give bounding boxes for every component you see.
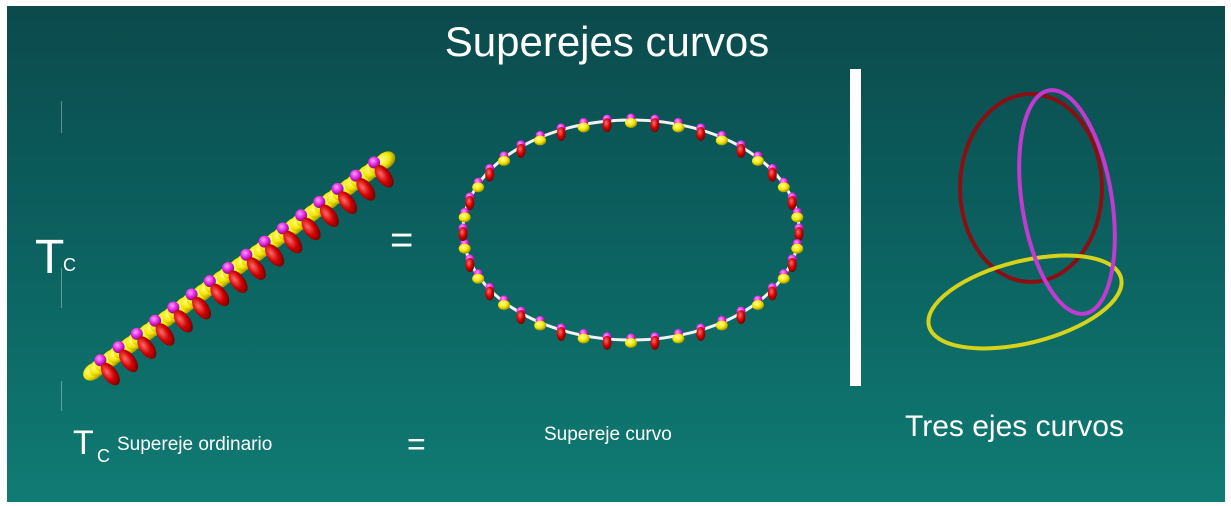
helix-red-loop — [319, 204, 339, 228]
ring-yellow-bead — [625, 118, 637, 128]
ring-yellow-bead — [791, 212, 804, 223]
helix-red-loop — [173, 309, 193, 333]
helix-red-loop — [155, 323, 175, 346]
helix-red-loop — [100, 362, 120, 386]
ring-red-loop — [787, 196, 797, 211]
ring-red-loop — [516, 143, 526, 158]
ring-yellow-bead — [751, 155, 764, 166]
dark-red-ring — [958, 92, 1104, 284]
ring-yellow-bead — [472, 182, 485, 193]
curved-axis-line — [461, 118, 801, 342]
ring-yellow-bead — [791, 243, 804, 254]
helix-red-loop — [192, 296, 212, 320]
helix-red-loop — [246, 257, 266, 280]
left-guide-bottom — [61, 381, 62, 411]
ring-red-loop — [485, 167, 495, 182]
slide-title: Superejes curvos — [444, 18, 770, 65]
helix-red-loop — [338, 191, 358, 214]
ring-yellow-bead — [751, 300, 764, 311]
caption-three-curved-axes: Tres ejes curvos — [905, 410, 1124, 443]
ring-red-loop — [556, 327, 566, 342]
purple-ring — [1017, 88, 1117, 316]
three-rings-icon — [926, 88, 1124, 351]
ring-red-loop — [556, 126, 566, 141]
ring-red-loop — [696, 327, 706, 342]
helix-red-loop — [283, 230, 303, 254]
ring-red-loop — [736, 310, 746, 325]
ring-red-loop — [465, 196, 475, 211]
ring-yellow-bead — [777, 273, 790, 284]
left-guide-top — [61, 101, 62, 133]
ring-red-loop — [516, 310, 526, 325]
t-subscript: C — [63, 255, 76, 275]
ring-yellow-bead — [672, 333, 685, 344]
ring-yellow-bead — [534, 135, 547, 146]
ring-red-loop — [602, 335, 612, 350]
straight-superhelix-icon — [83, 151, 396, 386]
ring-red-loop — [787, 257, 797, 272]
ring-red-loop — [696, 126, 706, 141]
ring-red-loop — [650, 118, 660, 133]
ring-red-loop — [458, 227, 468, 241]
helix-red-loop — [356, 178, 376, 201]
ring-red-loop — [767, 167, 777, 182]
ring-red-loop — [794, 227, 804, 241]
ring-red-loop — [465, 257, 475, 272]
ring-red-loop — [736, 143, 746, 158]
diagram-art — [83, 88, 1124, 386]
circular-superhelix-icon — [458, 113, 804, 350]
ring-yellow-bead — [672, 122, 685, 133]
ring-yellow-bead — [577, 122, 590, 133]
slide-background: Superejes curvos T C = — [7, 6, 1225, 502]
helix-red-loop — [210, 283, 230, 307]
ring-yellow-bead — [498, 155, 511, 166]
helix-red-loop — [265, 244, 285, 267]
ring-yellow-bead — [458, 243, 471, 254]
helix-red-loop — [301, 217, 321, 241]
vertical-divider — [850, 69, 861, 386]
helix-red-loop — [119, 349, 139, 373]
ring-red-loop — [650, 335, 660, 350]
caption-t-symbol: T — [73, 424, 94, 462]
ring-yellow-bead — [458, 212, 471, 223]
caption-curved-superaxis: Supereje curvo — [544, 424, 672, 445]
ring-red-loop — [485, 286, 495, 301]
ring-yellow-bead — [498, 300, 511, 311]
caption-t-subscript: C — [97, 446, 110, 466]
ring-red-loop — [767, 286, 777, 301]
yellow-ring — [926, 253, 1124, 351]
ring-red-loop — [602, 118, 612, 133]
ring-yellow-bead — [534, 320, 547, 331]
ring-yellow-bead — [625, 338, 637, 348]
ring-yellow-bead — [777, 182, 790, 193]
left-guide-middle — [61, 268, 62, 308]
ring-yellow-bead — [472, 273, 485, 284]
ring-yellow-bead — [577, 333, 590, 344]
equals-sign: = — [390, 218, 414, 262]
ring-yellow-bead — [715, 135, 728, 146]
helix-red-loop — [374, 164, 394, 188]
t-symbol: T — [35, 231, 65, 284]
caption-equals-sign: = — [407, 426, 426, 462]
helix-red-loop — [228, 270, 248, 294]
ring-yellow-bead — [715, 320, 728, 331]
helix-red-loop — [137, 336, 157, 359]
caption-ordinary-superaxis: Supereje ordinario — [117, 434, 273, 455]
